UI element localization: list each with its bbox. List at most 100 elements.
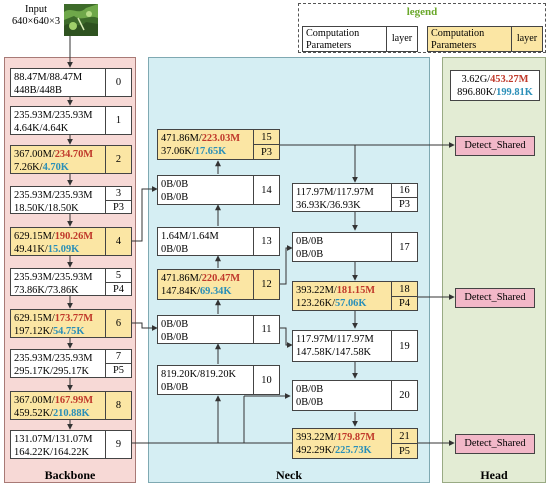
layer-4-params: 49.41K/15.09K: [14, 244, 80, 255]
edge-6-11: [132, 322, 158, 331]
input-label: Input 640×640×3: [6, 4, 66, 28]
layer-0-params: 448B/448B: [14, 85, 62, 96]
layer-19-index: 19: [391, 331, 417, 361]
layer-15-comp: 471.86M/223.03M: [161, 133, 241, 144]
layer-6-index: 6: [105, 310, 131, 337]
layer-21-params: 492.29K/225.73K: [296, 445, 372, 456]
layer-14-comp: 0B/0B: [161, 179, 189, 190]
layer-14-params: 0B/0B: [161, 192, 189, 203]
edge-15-16: [280, 144, 358, 183]
layer-10-params: 0B/0B: [161, 382, 189, 393]
layer-18-comp: 393.22M/181.15M: [296, 285, 376, 296]
layer-19-comp: 117.97M/117.97M: [296, 334, 374, 345]
legend-title: legend: [406, 6, 438, 18]
layer-10-index: 10: [253, 366, 279, 394]
layer-16-params: 36.93K/36.93K: [296, 200, 361, 211]
layer-6-comp: 629.15M/173.77M: [14, 313, 94, 324]
layer-5-params: 73.86K/73.86K: [14, 285, 79, 296]
detect-shared-p3: Detect_Shared: [455, 136, 535, 156]
layer-16-comp: 117.97M/117.97M: [296, 187, 374, 198]
layer-1-index: 1: [105, 107, 131, 134]
layer-0-index: 0: [105, 69, 131, 96]
layer-12-index: 12: [253, 270, 279, 299]
layer-4-index: 4: [105, 228, 131, 255]
backbone-label: Backbone: [44, 468, 96, 482]
layer-15-params: 37.06K/17.65K: [161, 146, 227, 157]
layer-9-index: 9: [105, 431, 131, 458]
edge-11-19: [280, 327, 293, 348]
layer-0: 88.47M/88.47M 448B/448B 0: [10, 68, 132, 97]
layer-6: 629.15M/173.77M 197.12K/54.75K 6: [10, 309, 132, 338]
legend-highlight-layer: layer: [511, 27, 542, 51]
layer-20-index: 20: [391, 381, 417, 410]
layer-9-params: 164.22K/164.22K: [14, 447, 90, 458]
input-title: Input: [25, 4, 47, 15]
legend-highlight-text: Computation Parameters: [431, 28, 485, 51]
layer-11-index: 11: [253, 316, 279, 343]
layer-10: 819.20K/819.20K 0B/0B 10: [157, 365, 280, 395]
layer-9-comp: 131.07M/131.07M: [14, 434, 93, 445]
layer-9: 131.07M/131.07M 164.22K/164.22K 9: [10, 430, 132, 459]
layer-20-comp: 0B/0B: [296, 384, 324, 395]
layer-13-comp: 1.64M/1.64M: [161, 231, 219, 242]
layer-8-index: 8: [105, 392, 131, 419]
layer-17-index: 17: [391, 233, 417, 261]
legend-plain-layer: layer: [386, 27, 417, 51]
layer-1-params: 4.64K/4.64K: [14, 123, 69, 134]
layer-17-params: 0B/0B: [296, 249, 324, 260]
legend: legend Computation Parameters layer Comp…: [298, 3, 546, 53]
head-comp: 3.62G/453.27M: [461, 74, 529, 85]
layer-11-comp: 0B/0B: [161, 319, 189, 330]
layer-12-comp: 471.86M/220.47M: [161, 273, 241, 284]
head-summary: 3.62G/453.27M 896.80K/199.81K: [450, 70, 540, 101]
head-params: 896.80K/199.81K: [457, 87, 533, 98]
layer-5-comp: 235.93M/235.93M: [14, 272, 93, 283]
layer-14: 0B/0B 0B/0B 14: [157, 175, 280, 205]
layer-2-index: 2: [105, 146, 131, 173]
detect-shared-p5: Detect_Shared: [455, 434, 535, 454]
layer-7-tag: P5: [106, 363, 131, 377]
layer-17-comp: 0B/0B: [296, 236, 324, 247]
layer-0-comp: 88.47M/88.47M: [14, 72, 83, 83]
edge-12-17: [280, 245, 293, 285]
layer-10-comp: 819.20K/819.20K: [161, 369, 237, 380]
layer-18-params: 123.26K/57.06K: [296, 298, 367, 309]
layer-6-params: 197.12K/54.75K: [14, 326, 85, 337]
layer-21-comp: 393.22M/179.87M: [296, 432, 376, 443]
layer-11-params: 0B/0B: [161, 332, 189, 343]
layer-20-params: 0B/0B: [296, 397, 324, 408]
legend-plain-box: Computation Parameters layer: [302, 26, 418, 52]
layer-21-tag: P5: [392, 443, 417, 458]
layer-7-comp: 235.93M/235.93M: [14, 353, 93, 364]
input-size: 640×640×3: [11, 16, 61, 27]
layer-17: 0B/0B 0B/0B 17: [292, 232, 418, 262]
layer-7-params: 295.17K/295.17K: [14, 366, 90, 377]
detect-shared-p4: Detect_Shared: [455, 288, 535, 308]
layer-8-comp: 367.00M/167.99M: [14, 395, 94, 406]
edge-4-14: [132, 186, 158, 242]
layer-11: 0B/0B 0B/0B 11: [157, 315, 280, 344]
layer-14-index: 14: [253, 176, 279, 204]
layer-5-tag: P4: [106, 282, 131, 296]
input-image-icon: [64, 4, 98, 36]
legend-highlight-box: Computation Parameters layer: [427, 26, 543, 52]
layer-20: 0B/0B 0B/0B 20: [292, 380, 418, 411]
layer-8-params: 459.52K/210.88K: [14, 408, 90, 419]
